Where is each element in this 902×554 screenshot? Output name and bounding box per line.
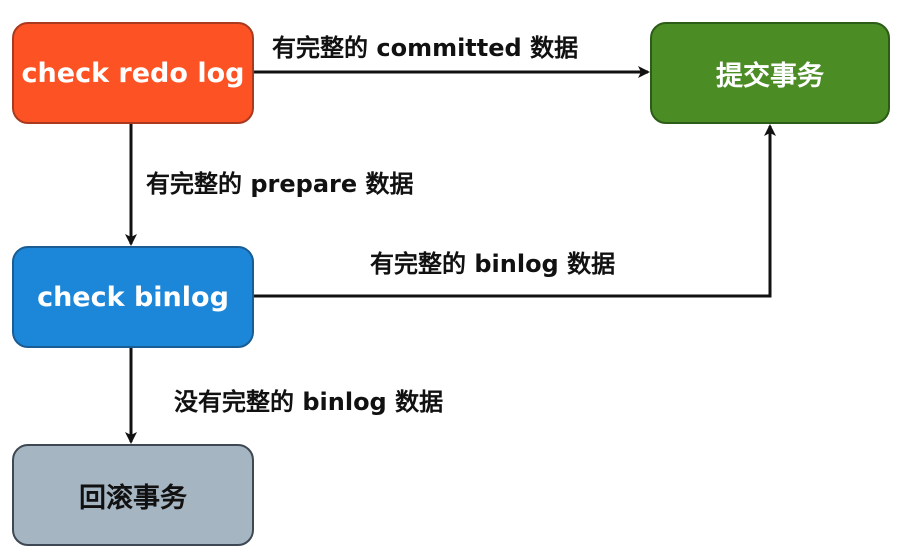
check-binlog-node: check binlog [12,246,254,348]
commit-transaction-node: 提交事务 [650,22,890,124]
rollback-transaction-node: 回滚事务 [12,444,254,546]
commit-transaction-label: 提交事务 [716,60,824,92]
check-redo-log-label: check redo log [21,57,245,89]
rollback-transaction-label: 回滚事务 [79,482,187,514]
check-redo-log-node: check redo log [12,22,254,124]
edge-label-binlog-incomplete: 没有完整的 binlog 数据 [174,388,444,416]
edge-label-committed: 有完整的 committed 数据 [272,34,579,62]
edge-label-binlog-complete: 有完整的 binlog 数据 [370,250,616,278]
arrow-binlog-to-commit [254,124,776,298]
edge-label-prepare: 有完整的 prepare 数据 [146,170,414,198]
check-binlog-label: check binlog [37,281,229,313]
